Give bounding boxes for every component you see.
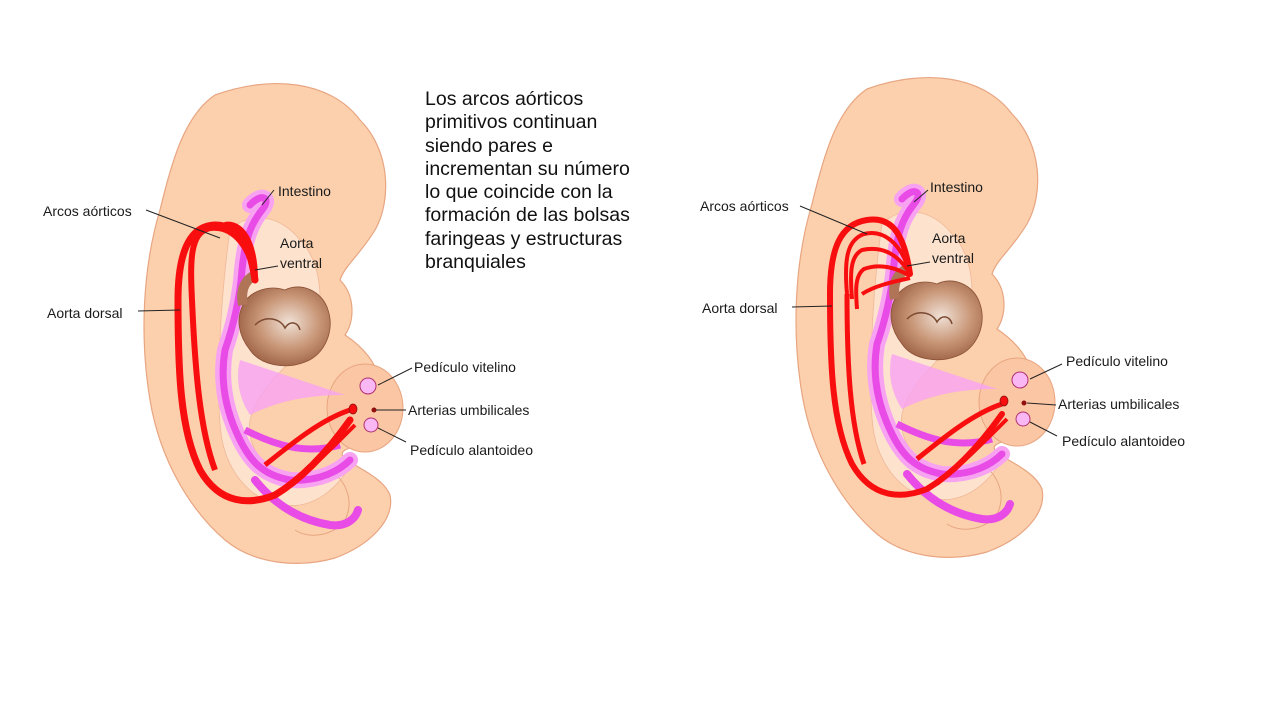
label-intestino-left: Intestino bbox=[278, 183, 331, 199]
right-embryo-labels: Intestino Arcos aórticos Aorta ventral A… bbox=[700, 179, 1185, 449]
label-arterias-umbilicales-right: Arterias umbilicales bbox=[1058, 396, 1179, 412]
description-line: siendo pares e bbox=[425, 134, 553, 157]
description-line: Los arcos aórticos bbox=[425, 88, 584, 110]
description-line: lo que coincide con la bbox=[425, 181, 613, 204]
description-line: primitivos continuan bbox=[425, 111, 598, 134]
label-arterias-umbilicales-left: Arterias umbilicales bbox=[408, 402, 529, 418]
label-arcos-aorticos-left: Arcos aórticos bbox=[43, 203, 132, 219]
label-aorta-ventral-line1-right: Aorta bbox=[932, 230, 966, 246]
left-embryo: Intestino Arcos aórticos Aorta ventral A… bbox=[43, 82, 533, 564]
description-line: incrementan su número bbox=[425, 157, 630, 180]
description-line: faringeas y estructuras bbox=[425, 227, 623, 250]
label-aorta-dorsal-left: Aorta dorsal bbox=[47, 305, 122, 321]
label-pediculo-vitelino-left: Pedículo vitelino bbox=[414, 359, 516, 375]
description-line: formación de las bolsas bbox=[425, 204, 630, 227]
label-aorta-dorsal-right: Aorta dorsal bbox=[702, 300, 777, 316]
label-aorta-ventral-line2-left: ventral bbox=[280, 255, 322, 271]
label-aorta-ventral-line2-right: ventral bbox=[932, 250, 974, 266]
label-aorta-ventral-line1-left: Aorta bbox=[280, 235, 314, 251]
description-line: branquiales bbox=[425, 251, 526, 274]
description-text: Los arcos aórticos primitivos continuan … bbox=[425, 88, 685, 274]
label-pediculo-vitelino-right: Pedículo vitelino bbox=[1066, 353, 1168, 369]
label-intestino-right: Intestino bbox=[930, 179, 983, 195]
label-pediculo-alantoideo-left: Pedículo alantoideo bbox=[410, 442, 533, 458]
label-arcos-aorticos-right: Arcos aórticos bbox=[700, 198, 789, 214]
label-pediculo-alantoideo-right: Pedículo alantoideo bbox=[1062, 433, 1185, 449]
right-embryo bbox=[791, 76, 1063, 558]
